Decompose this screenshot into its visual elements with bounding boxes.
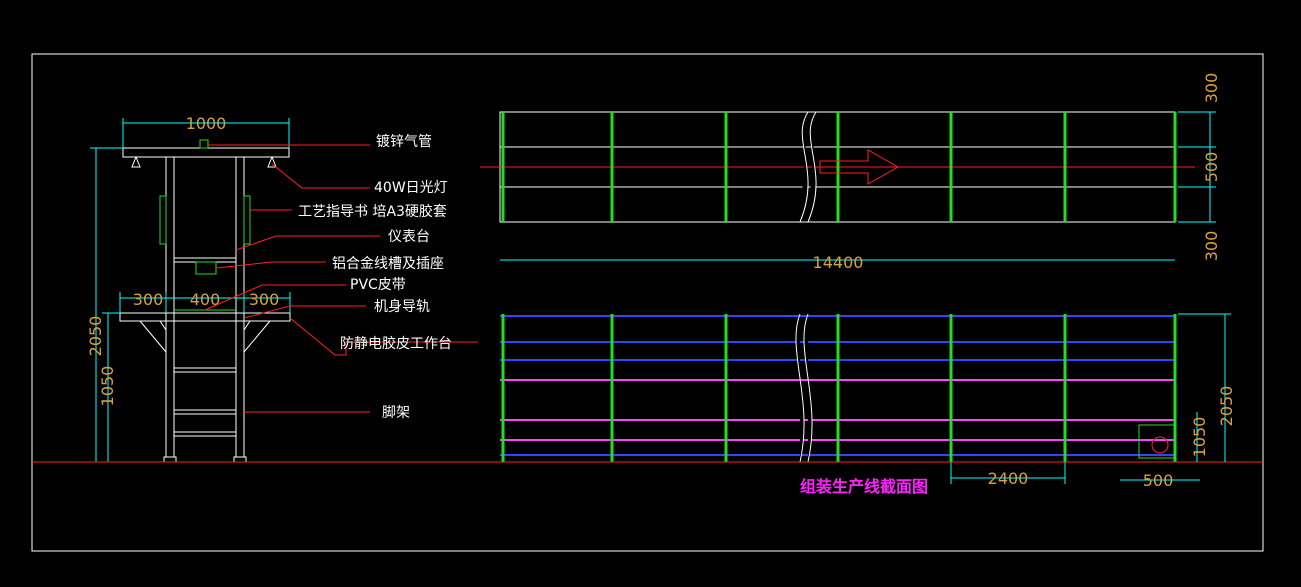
- callout-air-pipe: 镀锌气管: [376, 133, 432, 150]
- front-view: 2400 500 1050 2050: [32, 313, 1263, 490]
- callout-rail: 机身导轨: [374, 299, 430, 315]
- dim-end-width: 500: [1143, 471, 1174, 490]
- dim-length: 14400: [813, 253, 864, 272]
- lamp-right: [267, 155, 277, 168]
- callout-worktable: 防静电胶皮工作台: [340, 335, 452, 352]
- top-bar: [122, 147, 290, 158]
- side-dimensions: 1000 2050 1050 300 400 300: [86, 114, 291, 462]
- dim-front-table-height: 1050: [1190, 417, 1209, 458]
- callout-labels: 镀锌气管 40W日光灯 工艺指导书 培A3硬胶套 仪表台 铝合金线槽及插座 PV…: [298, 133, 452, 421]
- dim-top: 300: [1202, 73, 1221, 104]
- post-right: [235, 156, 245, 458]
- top-posts: [501, 112, 1177, 222]
- wire-trough: [195, 261, 217, 275]
- flow-arrow: [819, 149, 900, 185]
- dim-left-shelf: 300: [133, 290, 164, 309]
- post-left: [165, 156, 175, 458]
- drawing-title: 组装生产线截面图: [800, 477, 928, 496]
- dim-bottom: 300: [1202, 231, 1221, 262]
- worktable: [119, 312, 291, 322]
- air-pipe: [199, 139, 209, 149]
- callout-lamp: 40W日光灯: [374, 180, 448, 196]
- end-unit: [1138, 424, 1176, 459]
- drawing-frame: [31, 53, 1264, 552]
- callout-instruction: 工艺指导书 培A3硬胶套: [298, 203, 447, 220]
- doc-holder-left: [159, 195, 167, 245]
- callout-wire-trough: 铝合金线槽及插座: [332, 256, 444, 272]
- dim-total-height: 2050: [86, 316, 105, 357]
- dim-segment: 2400: [988, 469, 1029, 488]
- dim-front-total-height: 2050: [1217, 386, 1236, 427]
- dim-middle: 400: [190, 290, 221, 309]
- foot-right: [233, 456, 247, 463]
- dim-right-shelf: 300: [249, 290, 280, 309]
- foot-left: [163, 456, 177, 463]
- dim-table-height: 1050: [98, 366, 117, 407]
- drive-motor: [1151, 436, 1169, 454]
- callout-instrument: 仪表台: [388, 229, 430, 245]
- lamp-left: [131, 155, 141, 168]
- break-mark-top: [799, 111, 817, 223]
- top-view: 14400 300 500 300: [480, 73, 1221, 272]
- doc-holder-right: [243, 195, 251, 245]
- dim-top-width: 1000: [186, 114, 227, 133]
- callout-stand: 脚架: [382, 405, 410, 421]
- callout-pvc-belt: PVC皮带: [350, 277, 406, 293]
- callout-leaders: [204, 144, 478, 413]
- dim-middle-width: 500: [1202, 152, 1221, 183]
- break-mark-front: [795, 313, 813, 463]
